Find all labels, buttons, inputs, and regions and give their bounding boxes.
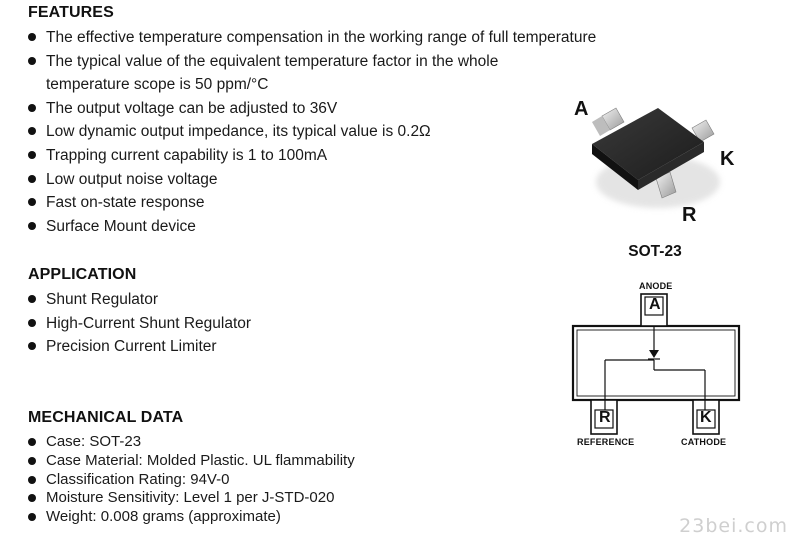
application-list: Shunt Regulator High-Current Shunt Regul… [28, 288, 251, 359]
list-item-text: Weight: 0.008 grams (approximate) [46, 508, 281, 526]
mechanical-heading: MECHANICAL DATA [28, 409, 184, 426]
list-item: Moisture Sensitivity: Level 1 per J-STD-… [28, 489, 355, 508]
sot23-package-image [572, 72, 736, 228]
list-item: The output voltage can be adjusted to 36… [28, 97, 596, 121]
list-item-text: The typical value of the equivalent temp… [46, 52, 499, 70]
list-item: The effective temperature compensation i… [28, 26, 596, 50]
list-item-text: Precision Current Limiter [46, 338, 217, 356]
diode-triangle [649, 350, 659, 358]
reference-label: REFERENCE [577, 437, 635, 447]
package-body-front [638, 142, 704, 190]
schematic-diagram: ANODE A R K REFERENCE CATHODE [565, 278, 765, 454]
package-title: SOT-23 [628, 243, 682, 260]
list-item: Classification Rating: 94V-0 [28, 471, 355, 490]
package-pin-r-label: R [682, 204, 697, 226]
reference-pin-frame [594, 409, 614, 429]
list-item-text: Trapping current capability is 1 to 100m… [46, 146, 328, 164]
list-item: Case: SOT-23 [28, 433, 355, 452]
list-item: Precision Current Limiter [28, 335, 251, 359]
list-item-continuation: temperature scope is 50 ppm/°C [46, 76, 269, 94]
anode-pin-letter: A [649, 296, 661, 313]
list-item: The typical value of the equivalent temp… [28, 50, 596, 97]
schematic-body-inner [576, 329, 736, 397]
list-item-text: Case: SOT-23 [46, 433, 142, 450]
list-item-text: Classification Rating: 94V-0 [46, 470, 230, 488]
list-item-text: Moisture Sensitivity: Level 1 per J-STD-… [46, 489, 335, 507]
list-item: Shunt Regulator [28, 288, 251, 312]
list-item-text: Fast on-state response [46, 194, 205, 212]
application-heading: APPLICATION [28, 266, 137, 283]
list-item: Low output noise voltage [28, 168, 596, 192]
cathode-pin-frame [696, 409, 716, 429]
package-body-side [592, 144, 638, 190]
list-item-text: High-Current Shunt Regulator [46, 314, 252, 332]
list-item-text: Low dynamic output impedance, its typica… [46, 123, 431, 141]
list-item: Case Material: Molded Plastic. UL flamma… [28, 452, 355, 471]
list-item-text: Case Material: Molded Plastic. UL flamma… [46, 451, 355, 469]
package-body-top [592, 108, 704, 180]
watermark-text: 23bei.com [679, 515, 788, 537]
list-item: Low dynamic output impedance, its typica… [28, 120, 596, 144]
lead-a-foot [592, 116, 610, 136]
list-item-text: The output voltage can be adjusted to 36… [46, 99, 338, 117]
anode-label: ANODE [639, 281, 673, 291]
cathode-pin-letter: K [700, 409, 712, 426]
list-item: Surface Mount device [28, 215, 596, 239]
list-item-text: Surface Mount device [46, 217, 196, 235]
list-item: Trapping current capability is 1 to 100m… [28, 144, 596, 168]
list-item: Fast on-state response [28, 191, 596, 215]
schematic-drawing [571, 293, 741, 435]
anode-pin-frame [644, 296, 664, 316]
cathode-label: CATHODE [681, 437, 727, 447]
list-item-text: Low output noise voltage [46, 170, 218, 188]
list-item-text: The effective temperature compensation i… [46, 29, 597, 46]
features-list: The effective temperature compensation i… [28, 26, 596, 238]
schematic-body-outer [571, 324, 741, 402]
package-pin-k-label: K [720, 148, 735, 170]
features-heading: FEATURES [28, 4, 114, 21]
list-item: Weight: 0.008 grams (approximate) [28, 508, 355, 527]
list-item-text: Shunt Regulator [46, 291, 159, 308]
mechanical-list: Case: SOT-23 Case Material: Molded Plast… [28, 433, 355, 527]
package-pin-a-label: A [574, 98, 589, 120]
list-item: High-Current Shunt Regulator [28, 312, 251, 336]
reference-pin-letter: R [599, 409, 611, 426]
